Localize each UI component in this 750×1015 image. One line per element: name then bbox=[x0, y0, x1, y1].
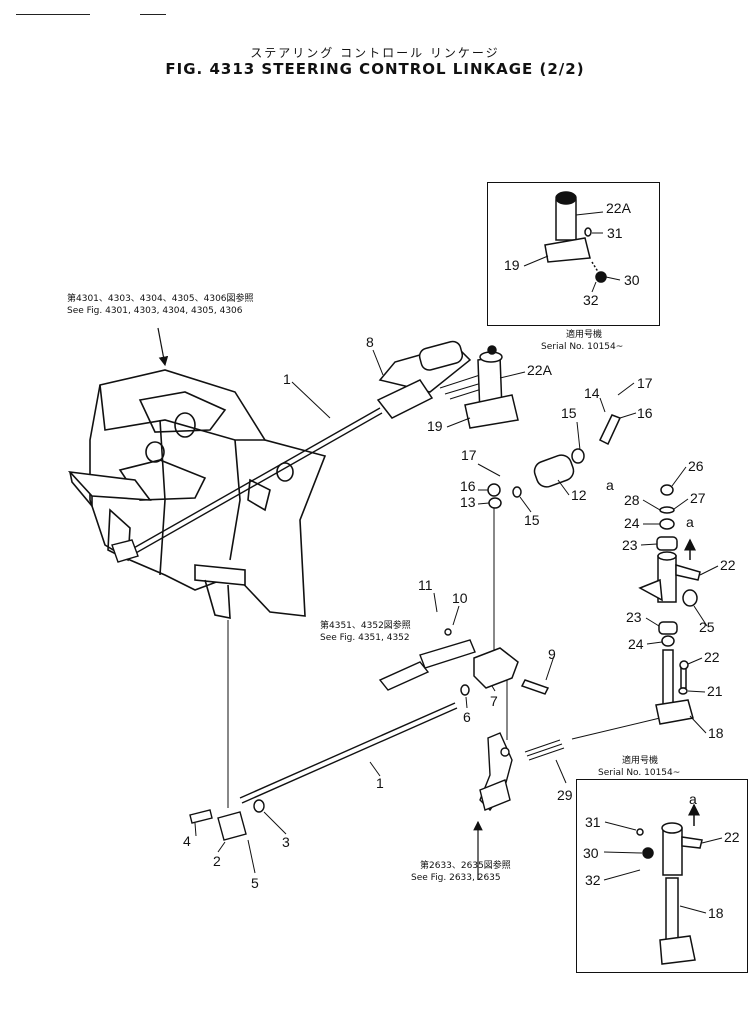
callout-23-lower: 23 bbox=[626, 609, 642, 625]
cylinder-12 bbox=[487, 414, 622, 509]
callout-16-lower: 16 bbox=[460, 478, 476, 494]
callout-leaders bbox=[194, 211, 723, 914]
callout-1-upper: 1 bbox=[283, 371, 291, 387]
callout-1-lower: 1 bbox=[376, 775, 384, 791]
inset-top-parts bbox=[544, 191, 607, 283]
pivot-column-assembly bbox=[638, 484, 701, 725]
ref-note-4351: See Fig. 4351, 4352 bbox=[320, 633, 410, 643]
serial-note-top: Serial No. 10154~ bbox=[541, 342, 623, 352]
callout-6: 6 bbox=[463, 709, 471, 725]
callout-24-upper: 24 bbox=[624, 515, 640, 531]
callout-2: 2 bbox=[213, 853, 221, 869]
header-rule-right bbox=[140, 14, 166, 15]
callout-15-upper: 15 bbox=[561, 405, 577, 421]
callout-a-2: a bbox=[686, 514, 694, 530]
callout-3: 3 bbox=[282, 834, 290, 850]
callout-9: 9 bbox=[548, 646, 556, 662]
rod-lower bbox=[239, 702, 458, 804]
callout-26: 26 bbox=[688, 458, 704, 474]
rod-upper bbox=[111, 407, 383, 563]
callout-a-3: a bbox=[689, 791, 697, 807]
callout-16-upper: 16 bbox=[637, 405, 653, 421]
connection-line-4 bbox=[571, 717, 661, 740]
inset-box-bottom bbox=[576, 779, 748, 973]
callout-22-inset: 22 bbox=[724, 829, 740, 845]
callout-19-main: 19 bbox=[427, 418, 443, 434]
figure-title-japanese: ステアリング コントロール リンケージ bbox=[250, 46, 500, 60]
frame-assembly bbox=[67, 369, 327, 619]
callout-18-main: 18 bbox=[708, 725, 724, 741]
header-rule-left bbox=[16, 14, 90, 15]
callout-10: 10 bbox=[452, 590, 468, 606]
callout-8: 8 bbox=[366, 334, 374, 350]
ref-note-4301: See Fig. 4301, 4303, 4304, 4305, 4306 bbox=[67, 306, 243, 316]
callout-30-inset-bottom: 30 bbox=[583, 845, 599, 861]
callout-17-lower: 17 bbox=[461, 447, 477, 463]
callout-a-1: a bbox=[606, 477, 614, 493]
serial-note-bottom-jp: 適用号機 bbox=[622, 754, 658, 766]
callout-11: 11 bbox=[418, 577, 433, 593]
callout-32-inset-bottom: 32 bbox=[585, 872, 601, 888]
callout-31-inset-top: 31 bbox=[607, 225, 623, 241]
callout-5: 5 bbox=[251, 875, 259, 891]
callout-27: 27 bbox=[690, 490, 706, 506]
clevis-2 bbox=[189, 799, 265, 841]
serial-notes: 適用号機 Serial No. 10154~ 適用号機 Serial No. 1… bbox=[541, 328, 680, 778]
callout-22A-main: 22A bbox=[527, 362, 553, 378]
serial-note-top-jp: 適用号機 bbox=[566, 328, 602, 340]
callout-22-column: 22 bbox=[720, 557, 736, 573]
callout-24-lower: 24 bbox=[628, 636, 644, 652]
callout-23-upper: 23 bbox=[622, 537, 638, 553]
ref-note-4351-jp: 第4351、4352図参照 bbox=[320, 619, 411, 631]
callout-4: 4 bbox=[183, 833, 191, 849]
callout-22-bolt: 22 bbox=[704, 649, 720, 665]
callout-19-inset: 19 bbox=[504, 257, 520, 273]
inset-bottom-parts bbox=[636, 803, 703, 965]
callout-25: 25 bbox=[699, 619, 715, 635]
reference-notes: 第4301、4303、4304、4305、4306図参照 See Fig. 43… bbox=[67, 292, 511, 883]
callout-32-inset-top: 32 bbox=[583, 292, 599, 308]
linkage-upper-assembly bbox=[376, 340, 519, 429]
callout-31-inset-bottom: 31 bbox=[585, 814, 601, 830]
serial-note-bottom: Serial No. 10154~ bbox=[598, 768, 680, 778]
ref-note-2633-jp: 第2633、2635図参照 bbox=[420, 859, 511, 871]
callout-13: 13 bbox=[460, 494, 476, 510]
callout-29: 29 bbox=[557, 787, 573, 803]
ref-note-2633: See Fig. 2633, 2635 bbox=[411, 873, 501, 883]
figure-title: FIG. 4313 STEERING CONTROL LINKAGE (2/2) bbox=[165, 60, 585, 78]
callout-30-inset-top: 30 bbox=[624, 272, 640, 288]
callout-28: 28 bbox=[624, 492, 640, 508]
ref-note-4301-jp: 第4301、4303、4304、4305、4306図参照 bbox=[67, 292, 254, 304]
callout-21: 21 bbox=[707, 683, 723, 699]
callout-17-upper: 17 bbox=[637, 375, 653, 391]
callout-18-inset: 18 bbox=[708, 905, 724, 921]
callout-22A-inset: 22A bbox=[606, 200, 632, 216]
callout-labels: 1 1 2 3 4 5 6 7 8 9 10 11 12 13 14 15 15… bbox=[183, 200, 740, 921]
rod-end-11 bbox=[378, 628, 476, 691]
callout-7: 7 bbox=[490, 693, 498, 709]
inset-box-top bbox=[487, 182, 660, 326]
callout-12: 12 bbox=[571, 487, 587, 503]
callout-14: 14 bbox=[584, 385, 600, 401]
lever-and-spring bbox=[479, 732, 565, 812]
callout-15-lower: 15 bbox=[524, 512, 540, 528]
bracket-7 bbox=[460, 647, 550, 696]
